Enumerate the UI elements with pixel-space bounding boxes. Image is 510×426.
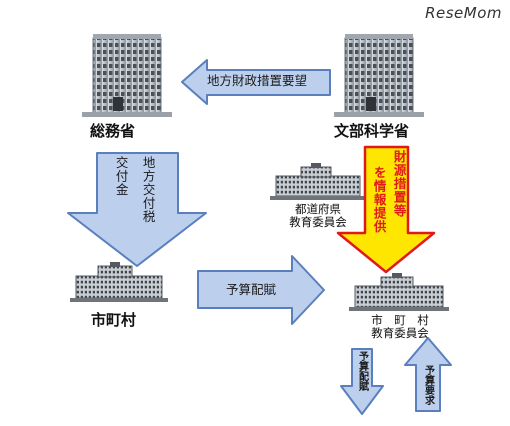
todofuken-board-line1: 都道府県 (295, 202, 341, 216)
budget-arrow-label: 予算配賦 (226, 282, 277, 297)
request-arrow-label: 地方財政措置要望 (207, 73, 308, 88)
monbukagakusho-building-icon (334, 34, 424, 117)
kofukin-arrow (67, 152, 207, 267)
resemom-logo: ReseMom (425, 4, 502, 22)
board-down-arrow (340, 348, 384, 415)
board-up-arrow-label: 予算要求 (422, 365, 434, 405)
info-arrow-label-col1: を情報提供 (371, 166, 387, 234)
shichoson-board-line2: 教育委員会 (371, 326, 429, 341)
todofuken-board-label: 都道府県 教育委員会 (276, 202, 360, 230)
board-up-arrow (404, 337, 452, 412)
info-arrow (336, 145, 436, 274)
shichoson-building-icon (70, 262, 168, 302)
shichoson-label: 市町村 (91, 311, 137, 329)
request-arrow (181, 59, 331, 105)
monbukagakusho-label: 文部科学省 (334, 122, 410, 140)
todofuken-board-building-icon (270, 163, 366, 200)
board-down-arrow-label: 予算配賦 (356, 351, 368, 391)
shichoson-board-label: 市 町 村 教育委員会 (357, 313, 443, 341)
shichoson-board-line1: 市 町 村 (371, 313, 429, 327)
shichoson-board-building-icon (349, 273, 449, 311)
kofukin-arrow-label-col2: 地方交付税 (140, 156, 156, 224)
kofukin-arrow-label-col1: 交付金 (113, 156, 129, 197)
info-arrow-label-col2: 財源措置等 (391, 150, 407, 218)
budget-arrow (197, 255, 325, 325)
somusho-building-icon (82, 34, 172, 117)
somusho-label: 総務省 (90, 122, 136, 140)
todofuken-board-line2: 教育委員会 (289, 215, 347, 230)
